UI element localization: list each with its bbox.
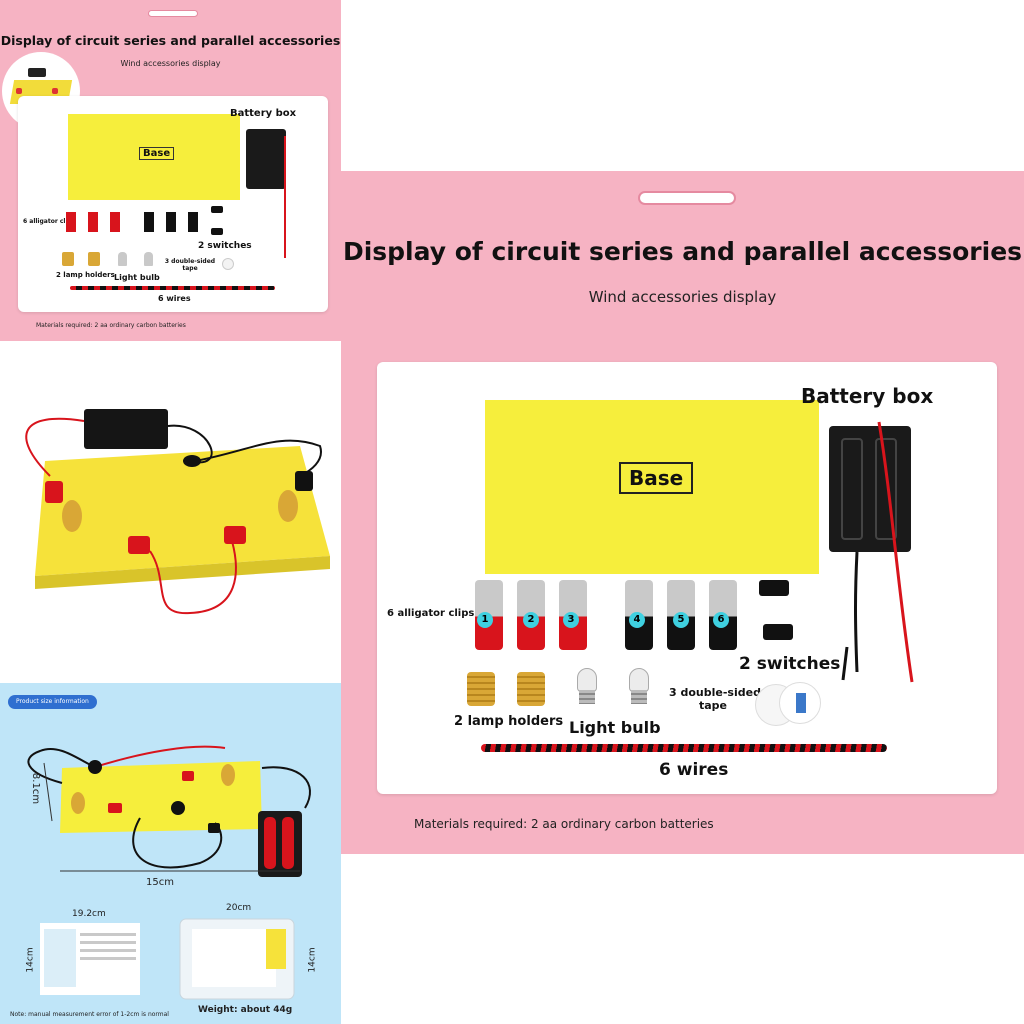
small-wires-label: 6 wires bbox=[158, 294, 191, 303]
small-wires bbox=[70, 286, 275, 290]
large-panel: Display of circuit series and parallel a… bbox=[341, 171, 1024, 854]
small-lamp-holders-label: 2 lamp holders bbox=[56, 271, 115, 279]
small-switch-2 bbox=[211, 228, 223, 235]
switch-2 bbox=[763, 624, 793, 640]
small-base-board bbox=[68, 114, 240, 200]
small-panel-subtitle: Wind accessories display bbox=[120, 59, 221, 68]
size-box-width-2: 20cm bbox=[226, 903, 252, 913]
assembled-circuit-photo bbox=[0, 341, 341, 683]
tape-label-line1: 3 double-sided bbox=[669, 686, 761, 699]
light-bulb-label: Light bulb bbox=[569, 718, 661, 737]
materials-note: Materials required: 2 aa ordinary carbon… bbox=[414, 817, 714, 831]
battery-wires bbox=[841, 421, 914, 683]
clip-number-5: 5 bbox=[673, 612, 689, 628]
small-tape bbox=[222, 258, 234, 270]
size-info-badge: Product size information bbox=[8, 695, 97, 709]
size-circuit-illustration bbox=[27, 745, 311, 1000]
small-battery-box bbox=[246, 129, 286, 189]
tape-label-line2: tape bbox=[699, 699, 728, 712]
wires-bundle bbox=[481, 744, 887, 752]
clip-number-6: 6 bbox=[713, 612, 729, 628]
large-panel-title: Display of circuit series and parallel a… bbox=[342, 237, 1023, 266]
size-panel: Product size information 8.1cm 15cm 19.2… bbox=[0, 683, 341, 1024]
size-box-width-1: 19.2cm bbox=[72, 909, 106, 919]
large-panel-card: Base Battery box 6 alligator clips 1 2 3… bbox=[377, 362, 997, 794]
lamp-holders-label: 2 lamp holders bbox=[454, 714, 564, 729]
small-battery-wire bbox=[284, 136, 286, 258]
small-panel-handle bbox=[148, 10, 198, 17]
base-board bbox=[485, 400, 819, 574]
small-panel-card: Base Battery box 6 alligator clips 2 swi… bbox=[18, 96, 328, 312]
size-box-height-2: 14cm bbox=[307, 947, 318, 973]
clip-number-1: 1 bbox=[477, 612, 493, 628]
size-box-height-1: 14cm bbox=[25, 947, 36, 973]
small-battery-box-label: Battery box bbox=[230, 108, 297, 119]
small-bulbs bbox=[118, 252, 158, 268]
small-panel-title: Display of circuit series and parallel a… bbox=[0, 33, 341, 48]
clip-number-4: 4 bbox=[629, 612, 645, 628]
small-alligator-clips bbox=[66, 206, 206, 236]
size-dim-width: 15cm bbox=[146, 877, 174, 888]
switch-1 bbox=[759, 580, 789, 596]
small-tape-label: 3 double-sided tape bbox=[164, 258, 216, 272]
switches-label: 2 switches bbox=[739, 654, 841, 674]
size-weight: Weight: about 44g bbox=[198, 1005, 293, 1015]
light-bulbs bbox=[577, 668, 657, 708]
small-light-bulb-label: Light bulb bbox=[114, 273, 160, 282]
small-lamp-holders bbox=[62, 252, 102, 266]
large-panel-handle bbox=[638, 191, 736, 205]
wires-label: 6 wires bbox=[659, 760, 729, 780]
lamp-holders bbox=[467, 672, 557, 706]
size-dim-height: 8.1cm bbox=[30, 772, 42, 805]
large-panel-subtitle: Wind accessories display bbox=[588, 288, 777, 306]
alligator-clips-label: 6 alligator clips bbox=[387, 608, 475, 619]
small-switch-1 bbox=[211, 206, 223, 213]
small-materials-note: Materials required: 2 aa ordinary carbon… bbox=[36, 322, 186, 329]
size-note: Note: manual measurement error of 1-2cm … bbox=[10, 1011, 169, 1018]
small-panel: Display of circuit series and parallel a… bbox=[0, 0, 341, 341]
clip-number-3: 3 bbox=[563, 612, 579, 628]
battery-box bbox=[829, 426, 911, 552]
alligator-clips bbox=[475, 580, 745, 652]
small-switches-label: 2 switches bbox=[198, 241, 252, 251]
assembled-circuit-illustration bbox=[25, 409, 330, 615]
base-label: Base bbox=[619, 462, 694, 494]
clip-number-2: 2 bbox=[523, 612, 539, 628]
small-base-label: Base bbox=[139, 147, 175, 160]
small-clips-label: 6 alligator clips bbox=[23, 218, 76, 225]
battery-box-label: Battery box bbox=[801, 384, 934, 408]
double-sided-tape-2 bbox=[779, 682, 821, 724]
